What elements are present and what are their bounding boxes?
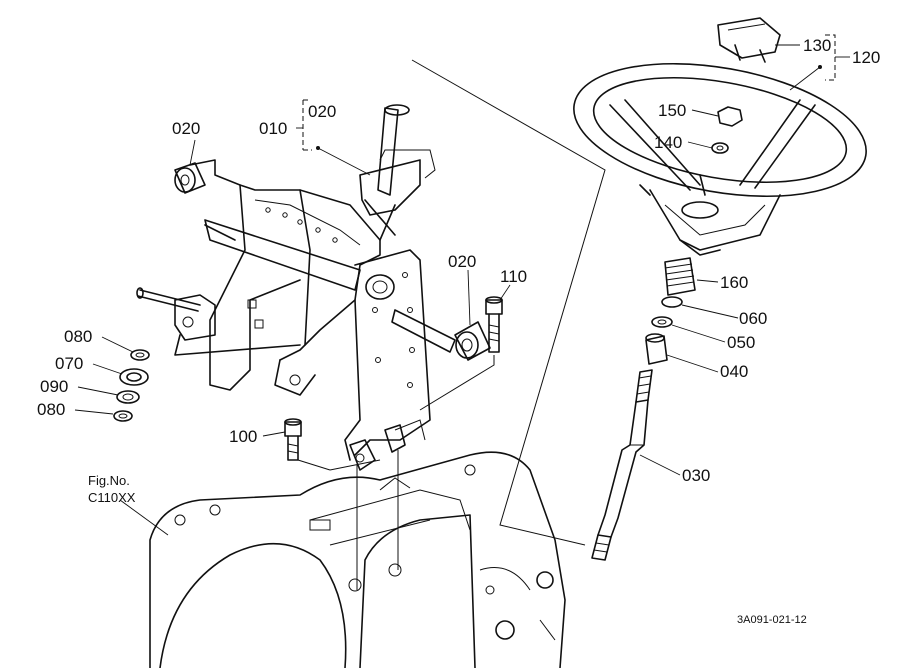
figure-ref-line1: Fig.No. bbox=[88, 473, 130, 488]
snap-ring-060 bbox=[661, 296, 683, 308]
bolt-100 bbox=[284, 418, 302, 461]
column-bracket bbox=[174, 159, 431, 471]
bolt-110 bbox=[485, 296, 503, 353]
callout-090: 090 bbox=[40, 377, 68, 396]
steering-shaft-030 bbox=[591, 369, 653, 561]
bushing-040 bbox=[645, 333, 668, 365]
callout-030: 030 bbox=[682, 466, 710, 485]
steering-column-tube bbox=[359, 104, 436, 241]
callout-110: 110 bbox=[500, 267, 527, 286]
callout-060: 060 bbox=[739, 309, 767, 328]
callout-120: 120 bbox=[852, 48, 880, 67]
bushing-right bbox=[454, 321, 491, 361]
washer-050 bbox=[651, 316, 673, 328]
callout-150: 150 bbox=[658, 101, 686, 120]
callout-010: 010 bbox=[259, 119, 287, 138]
bushing-left bbox=[174, 162, 206, 194]
callout-080-upper: 080 bbox=[64, 327, 92, 346]
assembly-lines bbox=[297, 355, 495, 590]
callout-100: 100 bbox=[229, 427, 257, 446]
transmission-housing bbox=[149, 451, 566, 668]
callout-130: 130 bbox=[803, 36, 831, 55]
callout-070: 070 bbox=[55, 354, 83, 373]
snap-ring-upper bbox=[130, 349, 150, 361]
washer-140 bbox=[711, 142, 729, 154]
callout-020-bracket: 020 bbox=[308, 102, 336, 121]
center-cap bbox=[717, 17, 781, 63]
callout-020-right: 020 bbox=[448, 252, 476, 271]
callout-040: 040 bbox=[720, 362, 748, 381]
pivot-shaft bbox=[204, 224, 456, 353]
callout-160: 160 bbox=[720, 273, 748, 292]
nut-150 bbox=[717, 106, 743, 127]
snap-ring-lower bbox=[113, 410, 133, 422]
explosion-frame bbox=[411, 59, 606, 546]
leader-lines bbox=[74, 34, 850, 536]
boot-160 bbox=[664, 257, 696, 296]
callout-050: 050 bbox=[727, 333, 755, 352]
callout-080-lower: 080 bbox=[37, 400, 65, 419]
steering-wheel bbox=[573, 62, 867, 256]
callout-020-top-left: 020 bbox=[172, 119, 200, 138]
callout-140: 140 bbox=[654, 133, 682, 152]
figure-ref-line2: C110XX bbox=[88, 490, 136, 505]
washer bbox=[116, 390, 140, 404]
pivot-arm bbox=[136, 287, 201, 312]
drawing-code: 3A091-021-12 bbox=[737, 614, 807, 626]
bearing bbox=[119, 368, 149, 386]
